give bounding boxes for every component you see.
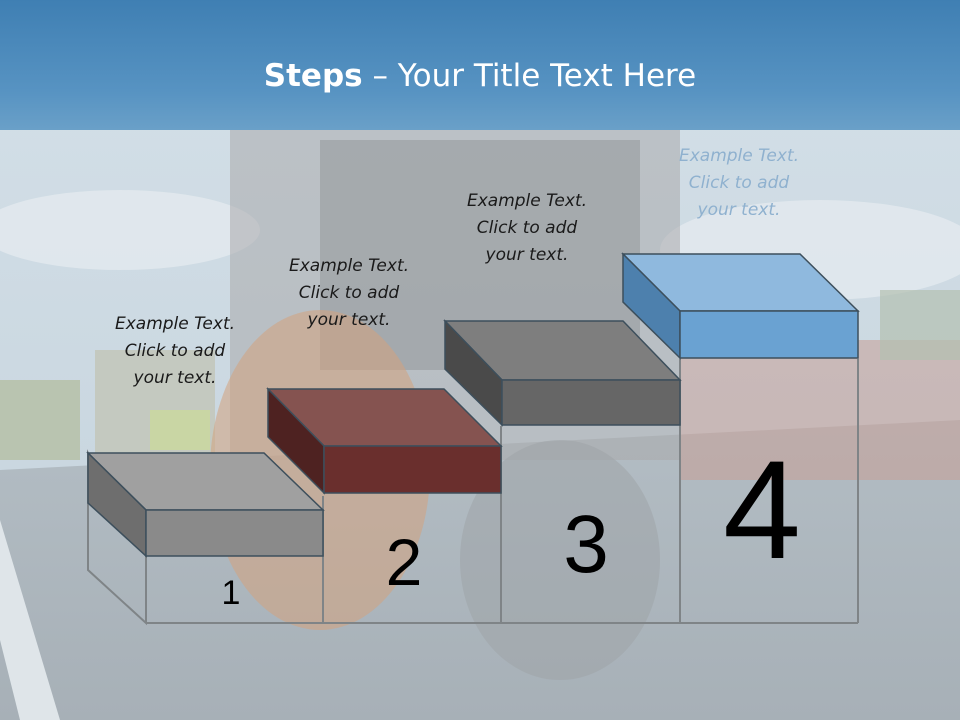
title-bar — [0, 0, 960, 130]
step-2-caption[interactable]: Example Text. Click to add your text. — [259, 253, 439, 334]
step-3-caption-line1: Example Text. — [466, 191, 588, 211]
step-4-caption[interactable]: Example Text. Click to add your text. — [649, 143, 829, 224]
step-1-caption[interactable]: Example Text. Click to add your text. — [85, 311, 265, 392]
page-title[interactable]: Steps – Your Title Text Here — [0, 56, 960, 96]
step-1-caption-line2: Click to add — [124, 341, 226, 361]
step-2-block[interactable] — [266, 387, 503, 495]
step-1-block[interactable] — [86, 451, 325, 558]
title-rest: – Your Title Text Here — [362, 58, 697, 94]
step-1-number: 1 — [222, 574, 241, 612]
step-4-caption-line3: your text. — [697, 200, 781, 220]
step-3-caption[interactable]: Example Text. Click to add your text. — [437, 188, 617, 269]
step-4-caption-line2: Click to add — [688, 173, 790, 193]
step-4-caption-line1: Example Text. — [678, 146, 800, 166]
step-3-caption-line3: your text. — [485, 245, 569, 265]
step-2-caption-line1: Example Text. — [288, 256, 410, 276]
step-3-number: 3 — [563, 499, 609, 590]
title-bold: Steps — [263, 58, 363, 94]
step-3-caption-line2: Click to add — [476, 218, 578, 238]
step-2-caption-line3: your text. — [307, 310, 391, 330]
step-1-caption-line3: your text. — [133, 368, 217, 388]
step-2-front — [323, 445, 502, 494]
step-3-block[interactable] — [443, 319, 682, 427]
step-4-front — [679, 310, 859, 359]
step-4-block[interactable] — [621, 252, 860, 360]
step-4-number: 4 — [723, 431, 801, 588]
step-1-caption-line1: Example Text. — [114, 314, 236, 334]
step-3-front — [501, 379, 681, 426]
step-2-caption-line2: Click to add — [298, 283, 400, 303]
step-2-number: 2 — [386, 525, 423, 599]
step-1-front — [145, 509, 324, 557]
